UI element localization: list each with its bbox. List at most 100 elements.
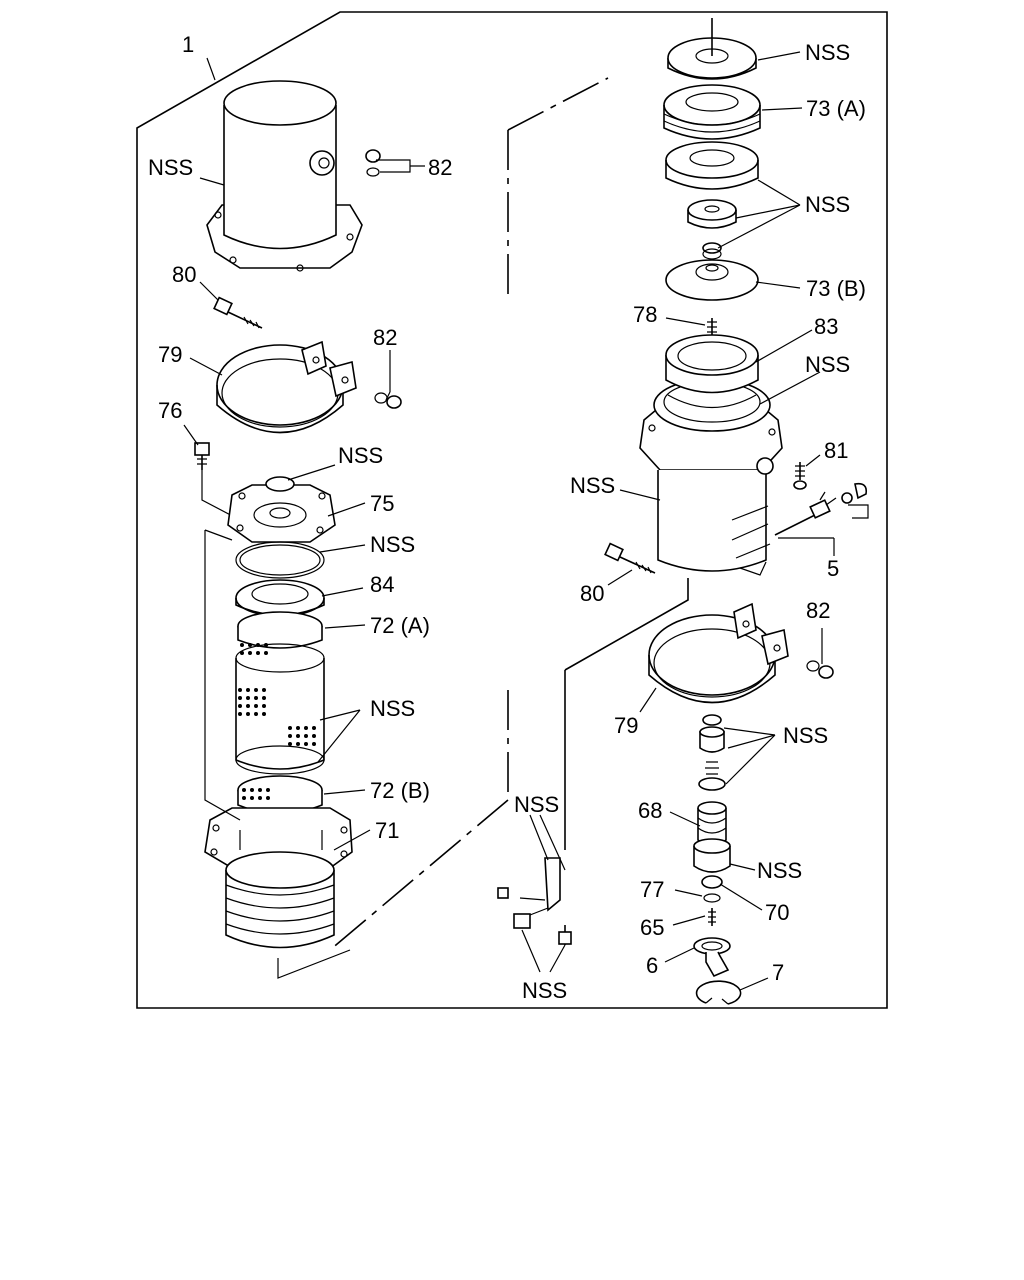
label-81: 81 (824, 438, 848, 463)
label-76: 76 (158, 398, 182, 423)
perforation-dot (266, 796, 270, 800)
label-84: 84 (370, 572, 394, 597)
label-78: 78 (633, 302, 657, 327)
perforation-dot (254, 704, 258, 708)
snap-ring-7 (695, 980, 742, 1005)
main-housing-83 (639, 334, 783, 576)
perforation-dot (240, 651, 244, 655)
perforation-dot (250, 796, 254, 800)
label-68: 68 (638, 798, 662, 823)
nut-82-top (365, 149, 381, 177)
perforation-dot (242, 788, 246, 792)
perforation-dot (256, 643, 260, 647)
bolt-81 (793, 462, 807, 490)
label-7: 7 (772, 960, 784, 985)
label-79-right: 79 (614, 713, 638, 738)
label-73a: 73 (A) (806, 96, 866, 121)
label-82-right: 82 (806, 598, 830, 623)
perforation-dot (288, 734, 292, 738)
label-65: 65 (640, 915, 664, 940)
perforation-dot (256, 651, 260, 655)
label-77: 77 (640, 877, 664, 902)
perforation-dot (254, 712, 258, 716)
perforation-dot (254, 696, 258, 700)
wiring-harness (497, 578, 689, 945)
perforation-dot (246, 688, 250, 692)
perforation-dot (254, 688, 258, 692)
spring-seat-73b (665, 259, 759, 301)
label-nss-gasket: NSS (805, 352, 850, 377)
nut-82-right (806, 660, 834, 679)
leader-lines (183, 51, 869, 991)
perforation-dot (304, 742, 308, 746)
flange-75 (227, 476, 336, 543)
label-nss-valvebody: NSS (757, 858, 802, 883)
perforation-dot (248, 651, 252, 655)
perforation-dot (246, 696, 250, 700)
perforation-dot (248, 643, 252, 647)
perforation-dot (238, 688, 242, 692)
perforation-dot (264, 643, 268, 647)
perforation-dot (262, 696, 266, 700)
guide-lines-left (204, 529, 351, 979)
o-ring-left (235, 541, 325, 579)
perforation-dot (250, 788, 254, 792)
perforation-dot (238, 704, 242, 708)
spring-seat-73a (663, 84, 761, 140)
perforation-dot (312, 742, 316, 746)
perforation-dot (266, 788, 270, 792)
label-82-left: 82 (373, 325, 397, 350)
piston-disc (665, 141, 759, 190)
perforation-dot (258, 796, 262, 800)
label-nss-cover: NSS (148, 155, 193, 180)
label-82-top: 82 (428, 155, 452, 180)
label-nss-oring: NSS (370, 532, 415, 557)
upper-housing-cover (206, 80, 363, 272)
seal-84 (235, 579, 325, 617)
perforation-dot (262, 688, 266, 692)
band-clamp-79-right (648, 602, 789, 704)
label-71: 71 (375, 818, 399, 843)
perforation-dot (304, 734, 308, 738)
perforation-dot (312, 734, 316, 738)
perforation-dot (296, 734, 300, 738)
label-73b: 73 (B) (806, 276, 866, 301)
label-nss-cap: NSS (338, 443, 383, 468)
perforation-dot (262, 712, 266, 716)
part-labels: 1 NSS 82 80 79 82 76 NSS 75 NSS 84 72 (A… (148, 32, 866, 1003)
perforation-dot (240, 643, 244, 647)
label-nss-housing: NSS (570, 473, 615, 498)
label-nss-topcap: NSS (805, 40, 850, 65)
label-nss-element: NSS (370, 696, 415, 721)
label-nss-harness-bottom: NSS (522, 978, 567, 1003)
perforation-dot (262, 704, 266, 708)
spacer-small (687, 199, 737, 260)
sensor-5 (774, 482, 868, 536)
valve-body-68 (693, 801, 731, 873)
perforation-dot (246, 712, 250, 716)
label-5: 5 (827, 556, 839, 581)
label-nss-piston: NSS (805, 192, 850, 217)
band-clamp-79-left (216, 340, 357, 434)
perforation-dot (242, 796, 246, 800)
label-79-left: 79 (158, 342, 182, 367)
perforation-dot (238, 712, 242, 716)
label-nss-valve: NSS (783, 723, 828, 748)
bolt-76 (194, 442, 241, 521)
perforation-dot (296, 726, 300, 730)
perforation-dot (312, 726, 316, 730)
filter-perforations (238, 643, 316, 800)
label-72a: 72 (A) (370, 613, 430, 638)
label-80-right: 80 (580, 581, 604, 606)
label-assembly-1: 1 (182, 32, 194, 57)
small-parts-77-70-65 (701, 875, 723, 926)
perforation-dot (246, 704, 250, 708)
top-cap-disc (667, 18, 757, 80)
bolt-80-right (604, 542, 656, 574)
perforation-dot (304, 726, 308, 730)
label-75: 75 (370, 491, 394, 516)
perforation-dot (258, 788, 262, 792)
label-80-left: 80 (172, 262, 196, 287)
